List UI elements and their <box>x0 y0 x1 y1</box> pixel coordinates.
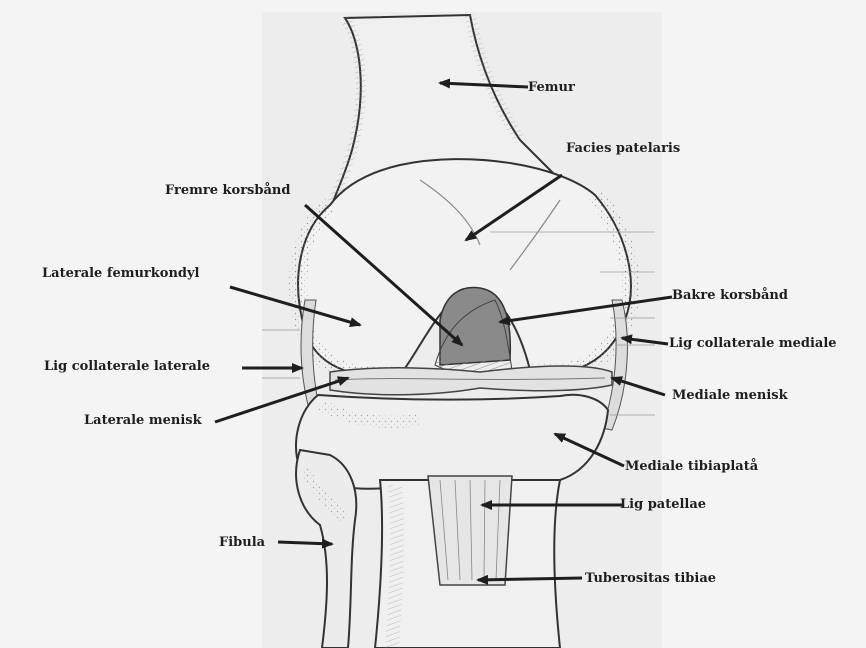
label-lig-patellae: Lig patellae <box>620 497 706 513</box>
label-mediale-menisk: Mediale menisk <box>672 388 788 404</box>
label-mediale-tibiaplata: Mediale tibiaplatå <box>625 459 758 475</box>
label-lig-collaterale-mediale: Lig collaterale mediale <box>669 336 837 352</box>
label-femur: Femur <box>528 80 575 96</box>
label-facies-patelaris: Facies patelaris <box>566 141 680 157</box>
label-fremre-korsband: Fremre korsbånd <box>165 183 290 199</box>
label-lig-collaterale-laterale: Lig collaterale laterale <box>44 359 210 375</box>
pointer-tuberositas-tibiae <box>478 578 582 580</box>
label-bakre-korsband: Bakre korsbånd <box>672 288 788 304</box>
label-laterale-menisk: Laterale menisk <box>84 413 202 429</box>
label-fibula: Fibula <box>219 535 265 551</box>
label-laterale-femurkondyl: Laterale femurkondyl <box>42 266 199 282</box>
pointer-fibula <box>278 542 332 544</box>
label-tuberositas-tibiae: Tuberositas tibiae <box>585 571 716 587</box>
